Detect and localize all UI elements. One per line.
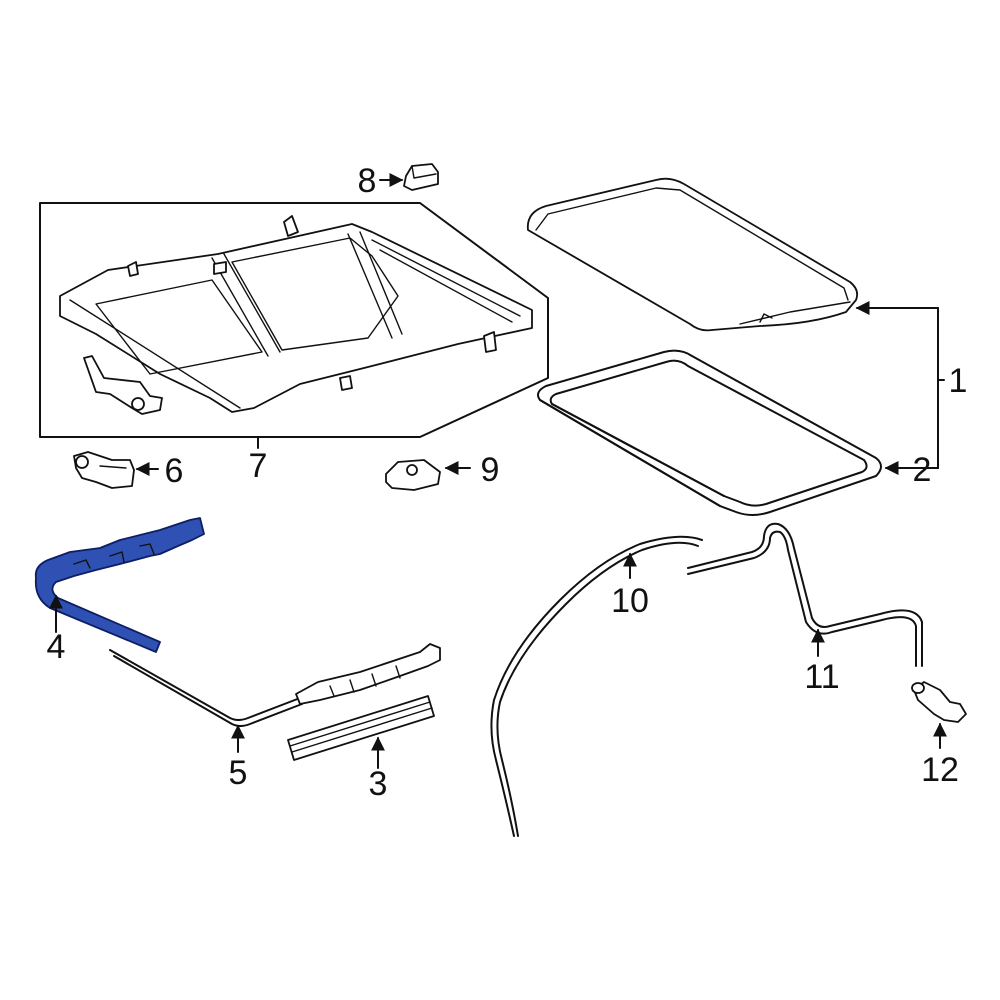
callout-5: 5 [229, 754, 248, 792]
callout-4: 4 [47, 628, 66, 666]
deflector-strip-part-3[interactable] [287, 695, 435, 761]
callout-6: 6 [165, 452, 184, 490]
drain-valve-part-12[interactable] [911, 681, 967, 723]
drain-hose-part-10[interactable] [490, 535, 703, 837]
frame-assembly-part-7[interactable] [39, 202, 549, 438]
frame-opening-front [95, 279, 263, 375]
sunroof-frame [59, 223, 533, 413]
callout-10: 10 [611, 582, 649, 620]
glass-panel[interactable] [526, 177, 859, 332]
callout-12: 12 [921, 751, 959, 789]
callout-9: 9 [481, 451, 500, 489]
drain-hose-part-11[interactable] [687, 522, 923, 667]
clip-part-8[interactable] [403, 163, 439, 191]
callout-8: 8 [358, 162, 377, 200]
callout-3: 3 [369, 765, 388, 803]
bracket-part-6[interactable] [73, 451, 135, 489]
weatherstrip-part-2[interactable] [537, 349, 882, 516]
callout-2: 2 [913, 451, 932, 489]
bracket-part-9[interactable] [385, 459, 441, 491]
callout-1: 1 [949, 362, 968, 400]
callout-7: 7 [249, 447, 268, 485]
frame-assembly-box [39, 202, 549, 438]
callout-11: 11 [804, 658, 839, 696]
guide-rail-part-4-highlighted[interactable] [34, 517, 205, 653]
